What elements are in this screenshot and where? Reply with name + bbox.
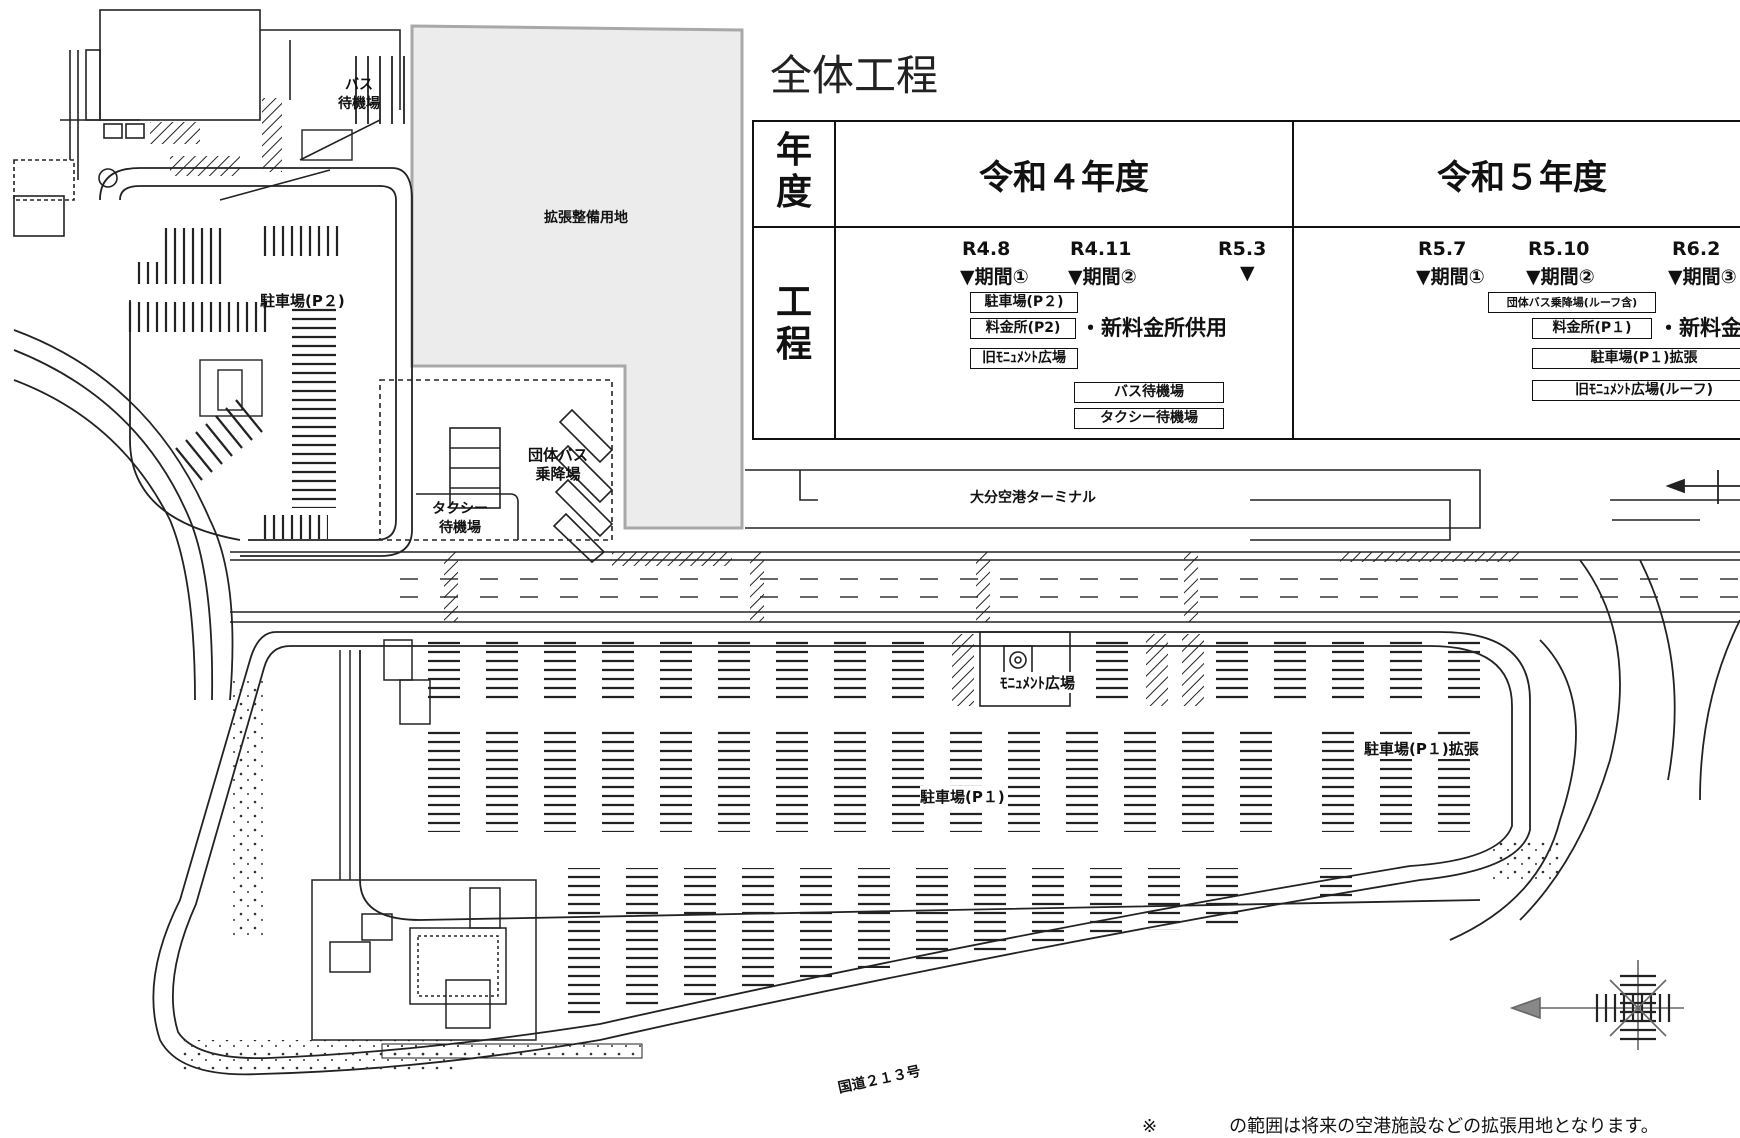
bar-old-monument: 旧ﾓﾆｭﾒﾝﾄ広場	[970, 348, 1078, 369]
label-bus-waiting: バス 待機場	[338, 77, 380, 112]
hatched-strip	[150, 122, 200, 144]
milestone-label-r4-11: ▼期間②	[1068, 266, 1137, 288]
airport-site-map	[13, 9, 1740, 1076]
p2-stalls-top-a	[164, 228, 224, 284]
bar-bus-waiting: バス待機場	[1074, 382, 1224, 403]
milestone-date-r4-8: R4.8	[962, 238, 1011, 260]
bar-old-monument-roof: 旧ﾓﾆｭﾒﾝﾄ広場(ルーフ)	[1532, 380, 1740, 401]
label-expansion-land: 拡張整備用地	[544, 210, 628, 226]
milestone-label-r5-7: ▼期間①	[1416, 266, 1485, 288]
schedule-table: 年度 工程 令和４年度 令和５年度 R4.8 ▼期間① R4.11 ▼期間② R…	[752, 120, 1740, 440]
bar-taxi-waiting: タクシー待機場	[1074, 408, 1224, 429]
note-new-tollgate-r5: ・新料金所供用	[1658, 316, 1740, 340]
year-header-r5: 令和５年度	[1437, 157, 1607, 198]
compass-rose-icon	[1509, 960, 1684, 1050]
label-parking-p2: 駐車場(P２)	[260, 292, 345, 310]
milestone-date-r4-11: R4.11	[1070, 238, 1132, 260]
milestone-label-r5-10: ▼期間②	[1526, 266, 1595, 288]
label-parking-p1: 駐車場(P１)	[920, 786, 1005, 807]
milestone-date-r5-3: R5.3	[1218, 238, 1267, 260]
note-new-tollgate-r4: ・新料金所供用	[1080, 316, 1227, 340]
footnote: ※ の範囲は将来の空港施設などの拡張用地となります。	[1142, 1116, 1659, 1137]
front-hedge	[381, 1043, 643, 1059]
monument-plaza	[979, 631, 1071, 707]
milestone-label-r6-2: ▼期間③	[1668, 266, 1737, 288]
terminal-building	[745, 469, 1740, 541]
p2-stalls-top-b	[260, 226, 340, 256]
row-header-year: 年度	[775, 130, 812, 213]
schedule-title: 全体工程	[770, 51, 939, 100]
p1-stalls-lower	[568, 868, 1352, 1018]
bar-parking-p1-ext: 駐車場(P１)拡張	[1532, 348, 1740, 369]
label-group-bus: 団体バス 乗降場	[528, 446, 589, 483]
bar-parking-p2: 駐車場(P２)	[970, 292, 1078, 313]
label-monument-plaza: ﾓﾆｭﾒﾝﾄ広場	[1000, 672, 1076, 693]
crosswalks	[444, 552, 1198, 622]
p1-stalls-middle	[428, 726, 1470, 832]
year-header-r4: 令和４年度	[979, 157, 1149, 198]
milestone-date-r5-7: R5.7	[1418, 238, 1467, 260]
p2-stalls-low	[258, 515, 328, 539]
milestone-date-r5-10: R5.10	[1528, 238, 1590, 260]
row-header-process: 工程	[775, 282, 812, 365]
group-bus-area	[379, 379, 614, 564]
p2-stalls-mid	[128, 302, 268, 332]
milestone-label-r4-8: ▼期間①	[960, 266, 1029, 288]
north-arrow-icon	[1665, 470, 1740, 504]
p1-stalls-upper	[428, 638, 1480, 704]
bar-tollgate-p1: 料金所(P１)	[1532, 318, 1652, 339]
label-parking-p1-ext: 駐車場(P１)拡張	[1364, 738, 1479, 759]
label-terminal: 大分空港ターミナル	[970, 490, 1096, 506]
milestone-date-r6-2: R6.2	[1672, 238, 1721, 260]
milestone-label-r5-3: ▼	[1240, 262, 1255, 284]
top-left-buildings	[13, 9, 401, 237]
p2-stalls-left	[136, 262, 164, 284]
service-area	[311, 639, 537, 1041]
label-taxi-waiting: タクシー 待機場	[432, 501, 488, 536]
east-road	[1519, 559, 1740, 921]
bar-group-bus: 団体バス乗降場(ルーフ含)	[1488, 292, 1656, 313]
p2-stalls-right	[292, 308, 336, 508]
bar-tollgate-p2: 料金所(P2)	[970, 318, 1076, 339]
